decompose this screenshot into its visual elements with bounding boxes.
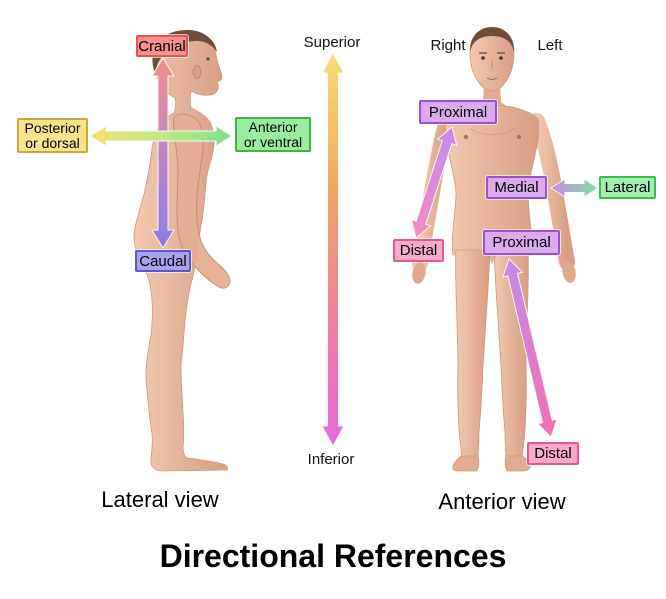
anterior-figure-chest-line [469, 127, 515, 136]
caudal-label: Caudal [135, 250, 191, 272]
anterior-figure-groin-shadow [486, 252, 498, 264]
lateral-figure-arm [172, 113, 231, 289]
anterior-figure-left-foot [452, 455, 480, 472]
posterior-label: Posterior or dorsal [17, 118, 88, 153]
lateral-figure-ear [192, 65, 202, 79]
anterior-figure-left-leg [455, 249, 491, 459]
posterior-label-line2: or dorsal [25, 134, 80, 151]
anterior-figure-hair [469, 27, 515, 52]
anterior-figure-left-hand [412, 262, 426, 284]
anterior-figure-right-arm [529, 113, 575, 270]
anterior-label-line2: or ventral [243, 133, 303, 150]
cranial-label: Cranial [136, 35, 188, 57]
anterior-view-caption: Anterior view [438, 489, 566, 514]
anterior-figure-left-nipple [463, 134, 469, 140]
lateral-label: Lateral [599, 176, 656, 199]
superior-text: Superior [303, 34, 361, 51]
anterior-figure-right-eye [499, 56, 503, 60]
anterior-figure-right-nipple [516, 134, 522, 140]
superior-inferior-arrow [321, 51, 345, 448]
lateral-figure-eye [206, 57, 210, 61]
distal-leg-label: Distal [527, 442, 579, 465]
diagram-title: Directional References [159, 538, 507, 574]
posterior-anterior-arrow [89, 125, 233, 147]
anterior-figure-left-eye [481, 56, 485, 60]
cranial-caudal-arrow [151, 57, 175, 249]
proximal-arm-label: Proximal [419, 100, 497, 124]
anterior-figure-head [469, 27, 515, 92]
anterior-label-line1: Anterior [248, 118, 298, 135]
anterior-figure-right-hand [562, 261, 576, 283]
proximal-leg-label: Proximal [483, 230, 560, 255]
anterior-figure-neck [467, 80, 517, 111]
distal-arm-label: Distal [393, 239, 444, 262]
medial-lateral-arrow [550, 178, 599, 198]
anterior-label: Anterior or ventral [235, 117, 311, 152]
posterior-label-line1: Posterior [24, 119, 81, 136]
inferior-text: Inferior [307, 451, 355, 468]
anterior-figure-mouth [486, 77, 498, 81]
proximal-distal-leg-arrow [502, 258, 558, 438]
right-text: Right [430, 37, 466, 54]
left-text: Left [537, 37, 563, 54]
medial-label: Medial [486, 176, 547, 199]
proximal-distal-arm-arrow [410, 126, 458, 239]
lateral-view-caption: Lateral view [101, 487, 219, 512]
